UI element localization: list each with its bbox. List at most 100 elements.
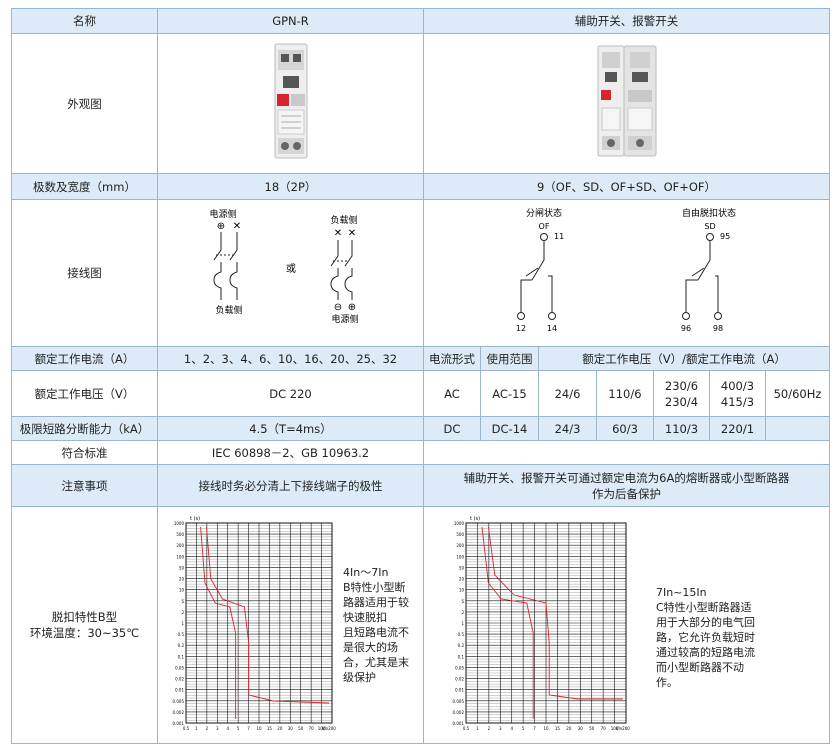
y-tick-label: 500 <box>176 532 184 537</box>
c-text-line: 7In~15In <box>656 586 707 599</box>
b-curve-description: 4In～7In B特性小型断 路器适用于较 快速脱扣 且短路电流不 是很大的场 … <box>343 565 421 685</box>
voltage-label: 额定工作电压（V） <box>11 370 158 417</box>
cross-terminal-icon: ✕ <box>348 228 356 239</box>
wiring-top-label-left: 电源侧 <box>209 208 236 220</box>
y-tick-label: 0.005 <box>453 699 465 704</box>
x-tick-label: 70 <box>601 726 607 731</box>
x-tick-label: 200 <box>622 726 630 731</box>
header-aux: 辅助开关、报警开关 <box>422 8 831 34</box>
b-text-line: 且短路电流不 <box>343 626 409 639</box>
x-tick-label: 4 <box>226 726 229 731</box>
y-tick-label: 50 <box>459 565 465 570</box>
b-text-line: 级保护 <box>343 671 376 684</box>
x-tick-label: 100 <box>611 726 619 731</box>
notes-label: 注意事项 <box>11 464 158 507</box>
sd-terminal-96: 96 <box>681 324 691 333</box>
x-tick-label: 5 <box>237 726 240 731</box>
x-axis-unit: I/In <box>322 726 329 731</box>
ac-rating-110: 110/6 <box>596 370 654 417</box>
y-tick-label: 200 <box>456 543 464 548</box>
current-form-header: 电流形式 <box>423 346 481 371</box>
header-gpn: GPN-R <box>157 8 424 34</box>
appearance-row: 外观图 <box>11 33 831 174</box>
of-title: 分闸状态 <box>526 207 562 219</box>
aux-contacts-svg: 分闸状态 OF 11 12 14 自由脱扣状态 SD 95 96 98 <box>516 207 736 333</box>
breaker-2p-icon <box>274 43 307 159</box>
wiring-diagram-svg: 电源侧 ⊕ ✕ 负载侧 或 负载侧 ✕ ✕ ⊖ ⊕ 电源侧 <box>209 208 358 325</box>
x-tick-label: 1 <box>195 726 198 731</box>
y-tick-label: 10 <box>459 588 465 593</box>
x-tick-label: 50 <box>589 726 595 731</box>
gpn-wiring-diagram: 电源侧 ⊕ ✕ 负载侧 或 负载侧 ✕ ✕ ⊖ ⊕ 电源侧 <box>157 199 424 347</box>
trip-curve <box>200 526 237 719</box>
notes-aux-line2: 作为后备保护 <box>592 486 662 501</box>
ac-rating-415-3: 415/3 <box>720 394 755 409</box>
y-tick-label: 100 <box>176 554 184 559</box>
standard-aux-empty <box>422 440 831 465</box>
aux-product-image <box>422 33 831 174</box>
ac-rating-400-3: 400/3 <box>720 378 755 393</box>
trip-curve <box>205 526 330 704</box>
y-tick-label: 5 <box>461 599 464 604</box>
sd-title: 自由脱扣状态 <box>682 207 736 219</box>
trip-label-line1: 脱扣特性B型 <box>51 610 118 624</box>
b-text-line: B特性小型断 <box>343 581 406 594</box>
y-tick-label: 0.001 <box>453 721 465 726</box>
wiring-bottom-label-left: 负载侧 <box>215 304 242 316</box>
x-tick-label: 0.5 <box>183 726 190 731</box>
x-tick-label: 70 <box>309 726 315 731</box>
cross-terminal-icon: ✕ <box>334 228 342 239</box>
of-terminal-11: 11 <box>554 232 564 241</box>
x-tick-label: 50 <box>298 726 304 731</box>
ac-rating-230-4: 230/4 <box>664 394 699 409</box>
y-tick-label: 0.05 <box>455 665 464 670</box>
y-tick-label: 0.02 <box>455 677 464 682</box>
sd-name: SD <box>704 222 715 231</box>
current-range-header: 使用范围 <box>480 346 539 371</box>
x-tick-label: 20 <box>566 726 572 731</box>
wiring-row: 接线图 电源侧 ⊕ ✕ 负载侧 或 负载侧 ✕ ✕ ⊖ ⊕ 电源侧 <box>11 199 831 347</box>
wiring-or-text: 或 <box>286 263 296 275</box>
y-tick-label: 0.005 <box>173 699 185 704</box>
header-name: 名称 <box>11 8 158 34</box>
of-terminal-14: 14 <box>547 324 557 333</box>
dc-rating-24: 24/3 <box>538 416 597 441</box>
trip-curve <box>481 526 534 719</box>
poles-aux: 9（OF、SD、OF+SD、OF+OF） <box>422 173 831 200</box>
notes-gpn: 接线时务必分清上下接线端子的极性 <box>157 464 424 507</box>
plus-terminal-icon: ⊕ <box>217 221 225 232</box>
voltage-row: 额定工作电压（V） DC 220 AC AC-15 24/6 110/6 230… <box>11 370 831 417</box>
aux-switch-icon <box>597 45 657 157</box>
c-text-line: 通过较高的短路电流 <box>656 646 755 659</box>
dc-rating-110: 110/3 <box>653 416 710 441</box>
dc-rating-60: 60/3 <box>596 416 654 441</box>
sd-terminal-98: 98 <box>713 324 723 333</box>
standard-label: 符合标准 <box>11 440 158 465</box>
y-tick-label: 1000 <box>454 521 465 526</box>
x-tick-label: 7 <box>247 726 250 731</box>
notes-aux-line1: 辅助开关、报警开关可通过额定电流为6A的熔断器或小型断路器 <box>463 470 790 485</box>
b-text-line: 合，尤其是末 <box>343 656 409 669</box>
x-tick-label: 15 <box>267 726 273 731</box>
voltage-value: DC 220 <box>157 370 424 417</box>
x-tick-label: 2 <box>488 726 491 731</box>
y-tick-label: 0.05 <box>175 665 184 670</box>
x-tick-label: 30 <box>288 726 294 731</box>
c-text-line: 而小型断路器不动 <box>656 661 744 674</box>
y-tick-label: 0.5 <box>458 632 465 637</box>
x-tick-label: 3 <box>216 726 219 731</box>
y-tick-label: 20 <box>179 577 185 582</box>
spec-table-container: 名称 GPN-R 辅助开关、报警开关 外观图 <box>11 8 831 746</box>
breaking-value: 4.5（T=4ms） <box>157 416 424 441</box>
x-tick-label: 3 <box>499 726 502 731</box>
header-row: 名称 GPN-R 辅助开关、报警开关 <box>11 8 831 34</box>
y-tick-label: 0.001 <box>173 721 185 726</box>
c-text-line: C特性小型断路器适 <box>656 601 752 614</box>
y-tick-label: 100 <box>456 554 464 559</box>
y-tick-label: 10 <box>179 588 185 593</box>
ac-category: AC-15 <box>480 370 539 417</box>
ac-rating-24: 24/6 <box>538 370 597 417</box>
dc-empty <box>764 416 831 441</box>
c-text-line: 用于大部分的电气回 <box>656 616 755 629</box>
